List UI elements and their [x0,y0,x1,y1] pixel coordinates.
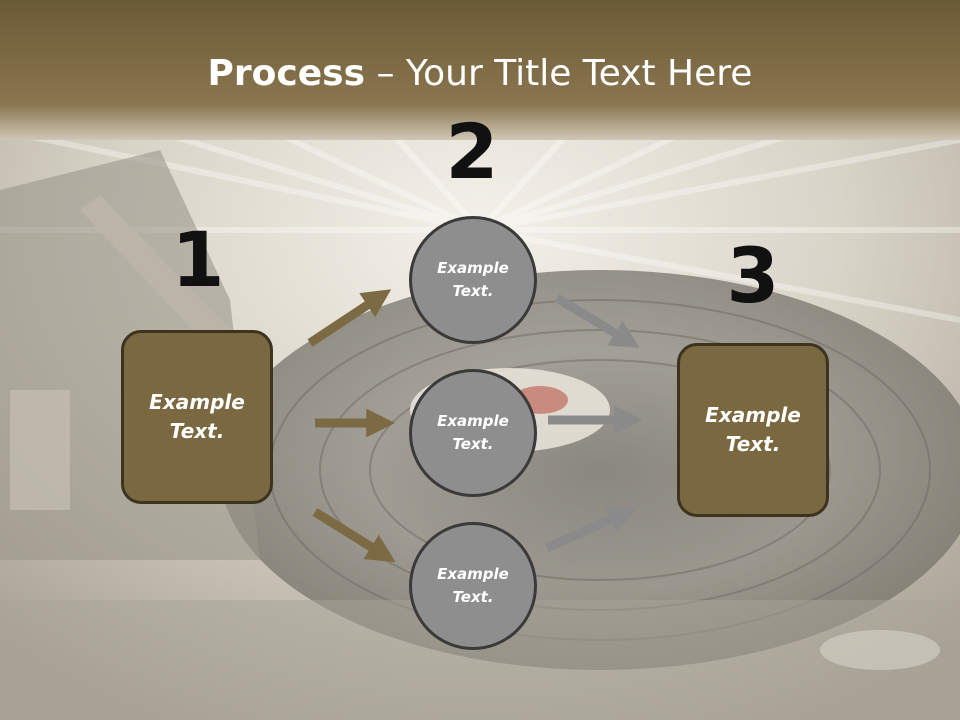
step-1-text: Example Text. [149,390,245,443]
step-3-text: Example Text. [705,403,801,456]
step-2-circle-middle: Example Text. [409,369,537,497]
step-3-box: Example Text. [677,343,829,517]
arrow-to-bottom [312,508,396,563]
step-2-circle-top: Example Text. [409,216,537,344]
step-2-number: 2 [445,107,499,196]
title-rest: – Your Title Text Here [365,53,753,94]
step-2-item-1-text: Example Text. [437,259,509,300]
step-2-circle-bottom: Example Text. [409,522,537,650]
slide-title: Process – Your Title Text Here [0,52,960,96]
step-3-number: 3 [726,231,780,320]
step-2-item-3-text: Example Text. [437,565,509,606]
step-2-item-2-text: Example Text. [437,412,509,453]
arrow-from-bottom [545,506,638,553]
arrow-from-top [554,294,640,348]
step-1-number: 1 [171,215,225,304]
title-bold: Process [207,53,366,94]
step-1-box: Example Text. [121,330,273,504]
arrow-to-top [307,289,392,347]
